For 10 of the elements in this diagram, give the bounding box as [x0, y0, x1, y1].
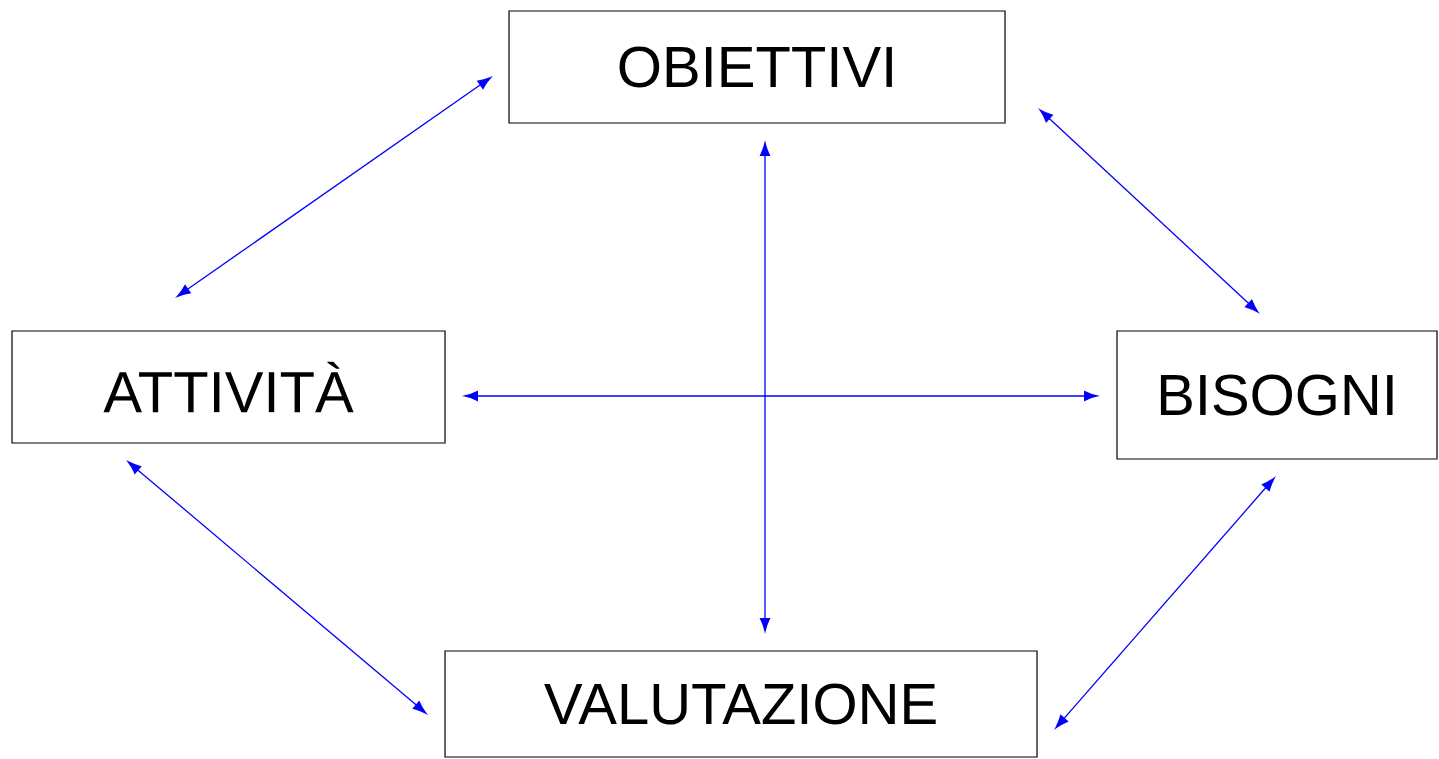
- arrow: [759, 142, 771, 632]
- text-box: VALUTAZIONE: [444, 650, 1038, 758]
- text-box: OBIETTIVI: [508, 10, 1006, 124]
- arrow: [464, 390, 1098, 402]
- arrow: [127, 461, 427, 714]
- arrow: [1039, 109, 1259, 313]
- arrow: [176, 77, 492, 297]
- text-box: BISOGNI: [1116, 330, 1438, 460]
- arrow: [1055, 477, 1275, 729]
- text-box: ATTIVITÀ: [11, 330, 446, 444]
